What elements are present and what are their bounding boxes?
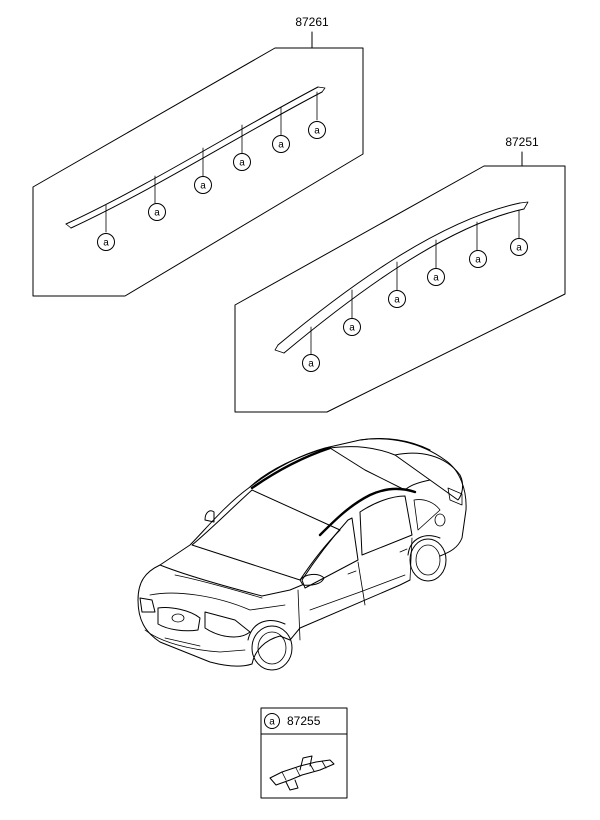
svg-text:a: a xyxy=(314,126,320,137)
clip-marker: a xyxy=(308,121,326,139)
clip-markers-87251: a a a a a a xyxy=(302,209,528,372)
clip-marker: a xyxy=(148,203,166,221)
assembly-87261: 87261 a a a a a a xyxy=(32,15,364,297)
clip-markers-87261: a a a a a a xyxy=(97,91,326,251)
assembly-87251: 87251 a a a a a a xyxy=(234,135,566,413)
part-number-87255: 87255 xyxy=(287,714,321,728)
svg-text:a: a xyxy=(269,717,275,728)
svg-text:a: a xyxy=(239,158,245,169)
svg-text:a: a xyxy=(349,323,355,334)
sedan-car-illustration xyxy=(137,437,467,671)
legend-marker: a xyxy=(264,713,280,729)
clip-marker: a xyxy=(469,250,487,268)
svg-text:a: a xyxy=(433,273,439,284)
parts-box-87251 xyxy=(234,165,566,413)
clip-marker: a xyxy=(510,238,528,256)
part-number-87261: 87261 xyxy=(295,15,329,29)
roof-molding-strip-87251 xyxy=(274,201,529,354)
svg-text:a: a xyxy=(394,295,400,306)
legend-frame xyxy=(260,707,348,799)
clip-marker: a xyxy=(302,354,320,372)
svg-text:a: a xyxy=(516,243,522,254)
svg-text:a: a xyxy=(475,255,481,266)
svg-text:a: a xyxy=(103,238,109,249)
clip-part-drawing xyxy=(269,755,335,791)
part-number-87251: 87251 xyxy=(505,135,539,149)
roof-molding-strip-87261 xyxy=(65,86,326,229)
roof-molding-highlight-side xyxy=(318,487,417,537)
clip-marker: a xyxy=(194,176,212,194)
svg-text:a: a xyxy=(154,208,160,219)
clip-marker: a xyxy=(427,268,445,286)
parts-box-87261 xyxy=(32,47,364,297)
svg-text:a: a xyxy=(308,359,314,370)
clip-marker: a xyxy=(97,233,115,251)
clip-legend-box: a 87255 xyxy=(260,707,348,799)
clip-marker: a xyxy=(233,153,251,171)
clip-marker: a xyxy=(388,290,406,308)
roof-molding-highlight-front xyxy=(250,446,332,490)
svg-text:a: a xyxy=(200,181,206,192)
clip-marker: a xyxy=(272,135,290,153)
clip-marker: a xyxy=(343,318,361,336)
svg-text:a: a xyxy=(278,140,284,151)
